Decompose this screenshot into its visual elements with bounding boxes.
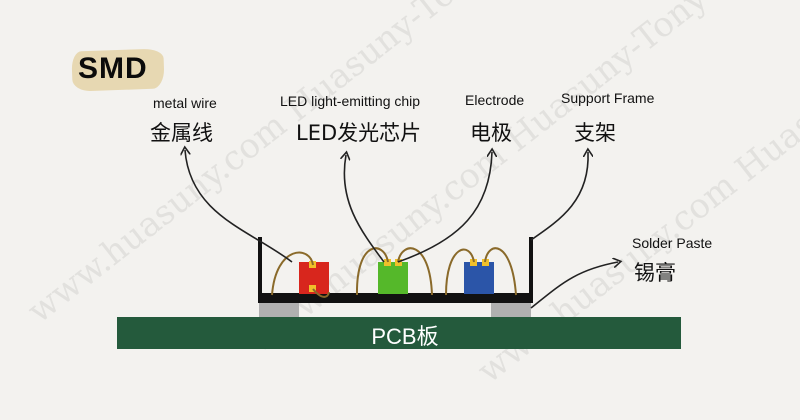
metal-wire-label-en: metal wire [153,95,217,111]
arrow-electrode [397,152,492,263]
bond-wires [271,247,517,298]
arrow-frame [530,152,588,241]
chip-label-en: LED light-emitting chip [280,93,421,109]
frame-label-en: Support Frame [561,90,655,106]
chip-blue [464,259,494,294]
bond-wire [271,251,314,296]
electrode-label-en: Electrode [465,92,525,108]
metal-wire-label-cn: 金属线 [150,121,213,145]
diagram-title: SMD [78,52,148,85]
solder-paste-pad-right [491,303,531,317]
callout-arrows [185,150,618,309]
bond-wire [484,247,517,296]
pcb-label: PCB板 [371,324,439,349]
bond-wire [355,247,389,296]
bond-wire [397,247,433,296]
frame-base [258,293,533,303]
frame-label-cn: 支架 [574,121,616,145]
solder-paste-pad-left [259,303,299,317]
chip-label-cn: LED发光芯片 [296,121,422,145]
arrow-metal-wire [185,150,293,263]
chip-green [378,259,408,294]
solder-paste-label-cn: 锡膏 [634,261,676,285]
electrode-label-cn: 电极 [470,121,512,145]
arrow-solder-paste [530,262,618,309]
pcb-board [117,317,681,349]
bond-wire [312,288,330,298]
solder-paste-label-en: Solder Paste [632,235,713,251]
arrow-chip [344,155,385,263]
bond-wire [445,248,475,296]
